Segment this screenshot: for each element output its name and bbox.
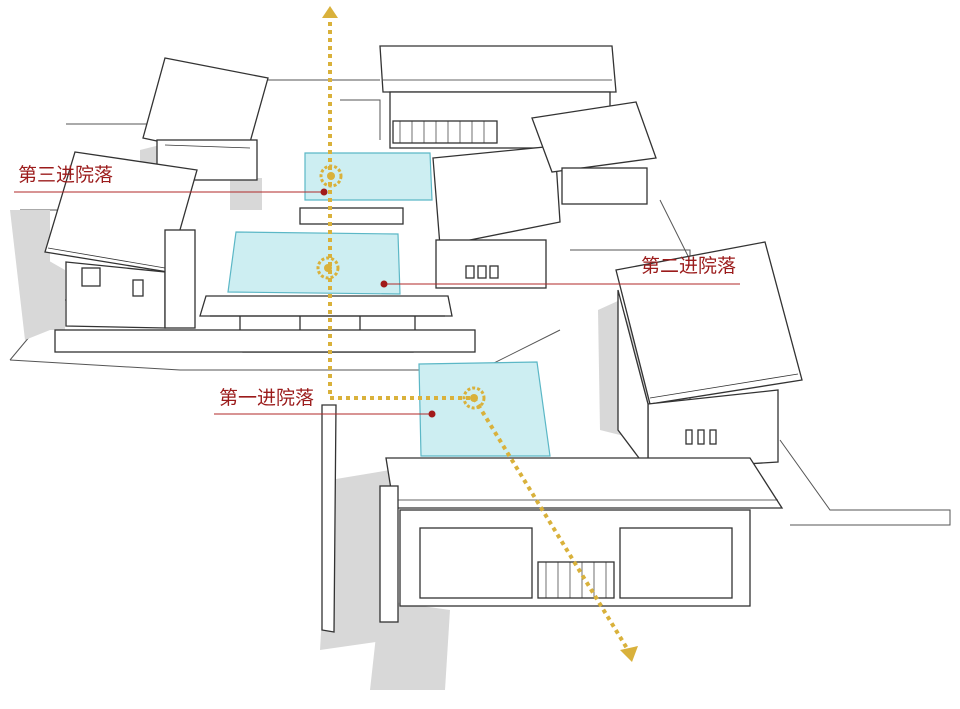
leader-dot-first [428, 410, 436, 418]
courtyard-markers [316, 164, 486, 410]
leader-dot-third [320, 188, 328, 196]
circulation-axis [328, 22, 630, 652]
axis-arrow-bottom-icon [620, 646, 638, 662]
sun-ring-icon [316, 256, 340, 280]
leader-lines [14, 191, 740, 415]
leader-dot-second [380, 280, 388, 288]
label-second-courtyard: 第二进院落 [641, 255, 737, 277]
building-top-right [531, 101, 657, 205]
sun-ring-icon [319, 164, 343, 188]
wall-front-left [321, 404, 337, 633]
building-right [615, 241, 803, 472]
courtyards [227, 152, 551, 457]
leader-dots [320, 188, 436, 418]
building-top-left [142, 57, 269, 181]
courtyard-third [304, 152, 433, 201]
label-third-courtyard: 第三进院落 [18, 164, 114, 186]
building-center [432, 145, 561, 289]
axis-arrow-top-icon [322, 6, 338, 18]
courtyard-second [227, 231, 401, 295]
courtyard-first [418, 361, 551, 457]
building-front-hall [379, 457, 784, 623]
sun-ring-icon [462, 386, 486, 410]
label-first-courtyard: 第一进院落 [219, 387, 315, 409]
building-top-hall [379, 45, 617, 149]
buildings [44, 45, 803, 633]
building-left [44, 151, 198, 329]
